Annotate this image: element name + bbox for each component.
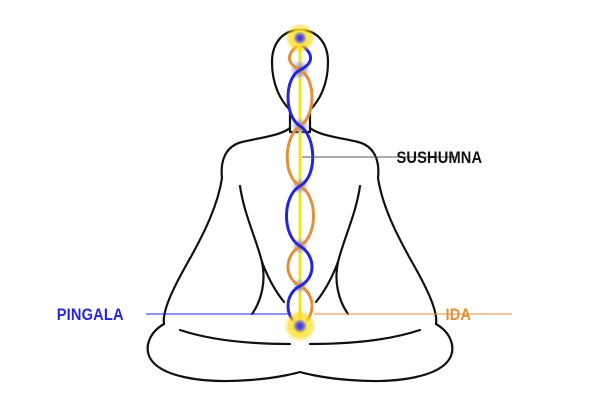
ida-label: IDA: [445, 306, 471, 324]
legs-outline: [146, 322, 454, 383]
torso-outline-right: [308, 126, 438, 326]
figure-outline: [146, 28, 454, 383]
right-inner-arm: [335, 184, 362, 316]
leg-fold-left: [178, 328, 292, 346]
sushumna-label: SUSHUMNA: [396, 149, 482, 167]
pingala-label: PINGALA: [57, 306, 124, 324]
root-chakra-glow: [284, 310, 316, 342]
crown-chakra-glow: [285, 23, 315, 53]
left-inner-arm: [238, 184, 265, 316]
leg-fold-right: [308, 328, 422, 346]
waist-right: [314, 260, 340, 304]
waist-left: [260, 260, 286, 304]
torso-outline: [162, 126, 292, 326]
pingala-channel: [285, 42, 315, 328]
